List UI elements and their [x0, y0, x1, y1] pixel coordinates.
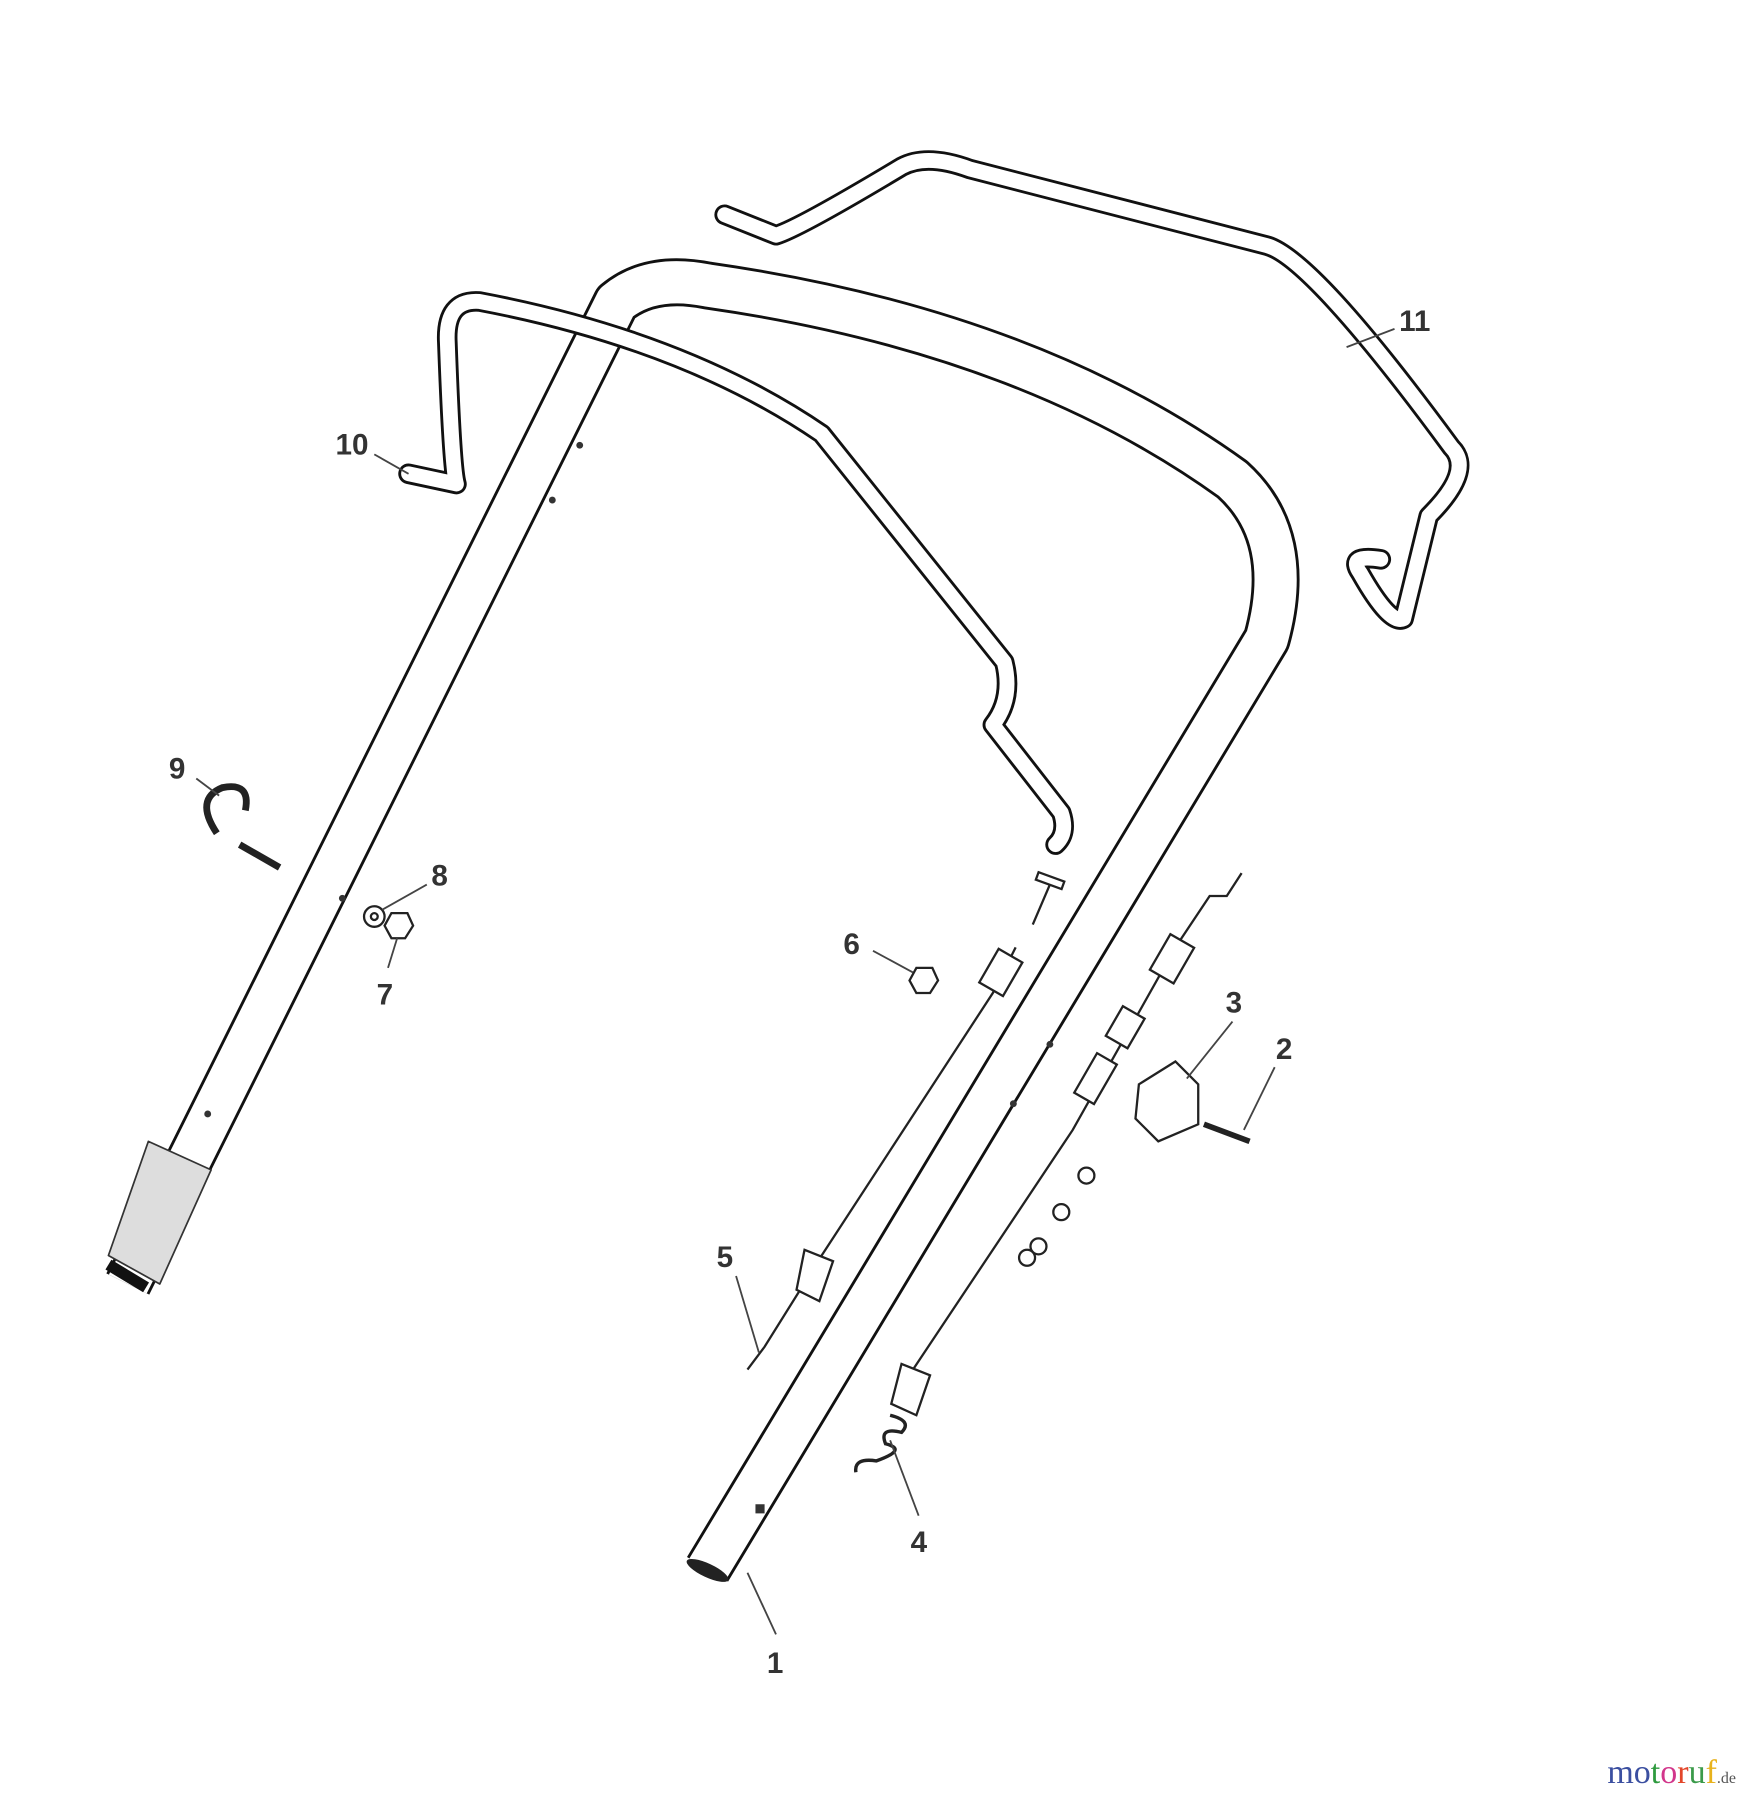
control-bar-11: [714, 150, 1470, 630]
motoruf-logo: motoruf.de: [1607, 1754, 1736, 1791]
logo-tld: .de: [1716, 1770, 1736, 1787]
callout-9: 9: [169, 752, 186, 785]
callout-10: 10: [336, 428, 369, 461]
callout-7: 7: [377, 978, 394, 1011]
upper-handle-tube: [105, 258, 1300, 1582]
callout-4: 4: [911, 1526, 928, 1559]
callout-5: 5: [717, 1241, 734, 1274]
callout-8: 8: [431, 860, 448, 893]
callout-labels: 1 2 3 4 5 6 7 8 9 10 11: [169, 305, 1431, 1680]
callout-6: 6: [843, 928, 860, 961]
callout-11: 11: [1399, 305, 1430, 338]
callout-1: 1: [767, 1647, 783, 1680]
cable-right: [853, 872, 1243, 1473]
leader-lines: [195, 327, 1395, 1635]
control-bar-10: [398, 291, 1074, 855]
callout-3: 3: [1226, 986, 1243, 1019]
cable-left: [746, 870, 1066, 1371]
spring-4: [853, 1413, 907, 1473]
small-parts: [203, 783, 1251, 1267]
callout-2: 2: [1276, 1033, 1293, 1066]
